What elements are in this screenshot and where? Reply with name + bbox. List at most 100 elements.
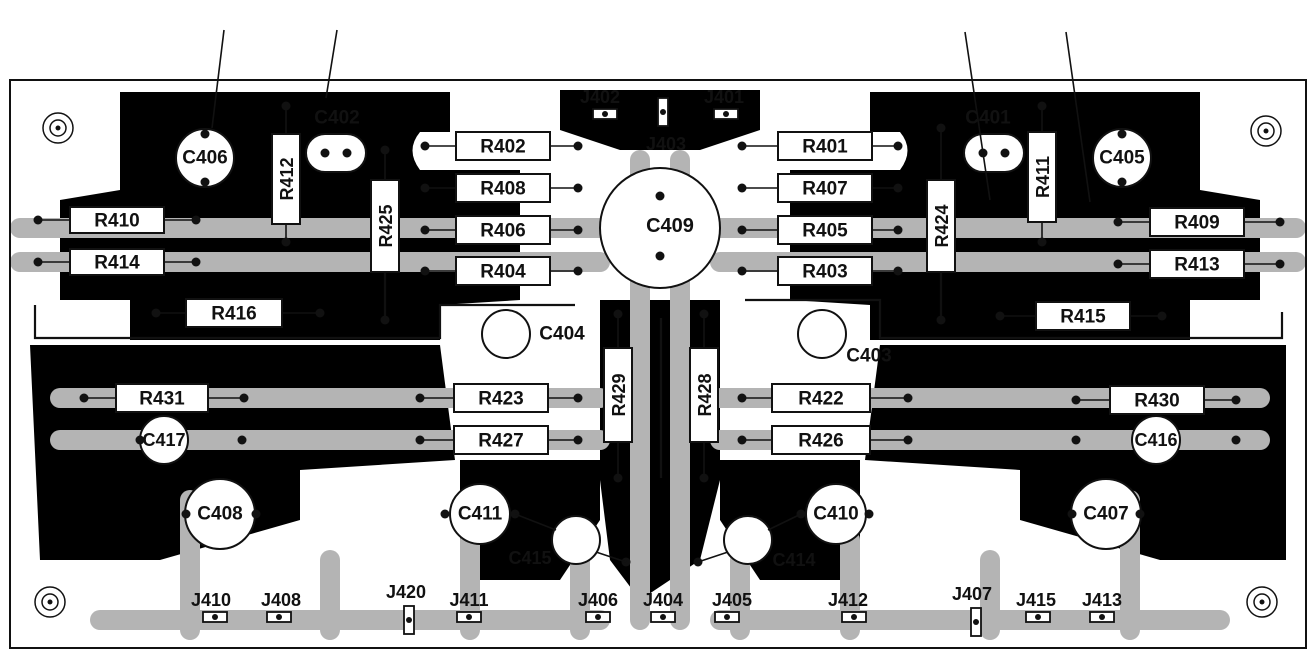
resistor-body [1149, 249, 1245, 279]
capacitor-label: C408 [197, 504, 242, 525]
solder-pad [415, 393, 425, 403]
capacitor-body [449, 483, 511, 545]
solder-pad [237, 435, 247, 445]
solder-pad [1117, 129, 1127, 139]
solder-pad [212, 614, 218, 620]
solder-pad [602, 111, 608, 117]
capacitor-body [599, 167, 721, 289]
capacitor-label: C409 [646, 215, 694, 237]
component-lead [767, 513, 802, 531]
mounting-hole-icon [1257, 122, 1275, 140]
resistor-body [777, 173, 873, 203]
resistor-label: R402 [480, 137, 525, 158]
capacitor-label: C401 [965, 108, 1011, 129]
solder-pad [181, 509, 191, 519]
resistor-body [603, 347, 633, 443]
jack-label: J411 [449, 590, 488, 610]
solder-pad [660, 614, 666, 620]
resistor-body [453, 425, 549, 455]
jack-label: J405 [712, 590, 752, 610]
component-lead [514, 513, 557, 531]
solder-pad [1275, 259, 1285, 269]
capacitor-label: C411 [458, 504, 503, 525]
resistor-label: R413 [1174, 255, 1219, 276]
solder-pad [320, 148, 330, 158]
solder-pad [415, 435, 425, 445]
mounting-hole-icon [41, 593, 59, 611]
solder-pad [737, 183, 747, 193]
mounting-hole-icon [1263, 128, 1269, 134]
resistor-body [777, 215, 873, 245]
solder-pad [893, 266, 903, 276]
solder-pad [573, 435, 583, 445]
solder-pad [573, 225, 583, 235]
mounting-hole-icon [55, 125, 61, 131]
solder-pad [737, 393, 747, 403]
solder-pad [135, 435, 145, 445]
solder-pad [1135, 509, 1145, 519]
solder-pad [276, 614, 282, 620]
board-outline-layer [9, 79, 1307, 649]
solder-pad [936, 315, 946, 325]
solder-pad [420, 141, 430, 151]
solder-pad [1113, 217, 1123, 227]
solder-pad [655, 251, 665, 261]
jack-label: J415 [1016, 590, 1056, 610]
solder-pad [440, 509, 450, 519]
capacitor-body [481, 309, 531, 359]
solder-pad [1071, 395, 1081, 405]
solder-pad [903, 435, 913, 445]
capacitor-label: C406 [182, 148, 227, 169]
solder-pad [380, 145, 390, 155]
solder-pad [281, 237, 291, 247]
capacitor-label: C407 [1083, 504, 1128, 525]
solder-pad [724, 614, 730, 620]
jack-label: J407 [952, 584, 992, 604]
component-lead [211, 29, 225, 129]
resistor-label: R428 [695, 373, 715, 416]
solder-pad [79, 393, 89, 403]
jack-label: J401 [704, 87, 744, 107]
label-layer: R402R408R406R404R401R407R405R403R410R414… [94, 87, 1219, 610]
resistor-body [455, 215, 551, 245]
resistor-label: R403 [802, 262, 847, 283]
solder-pad [893, 183, 903, 193]
solder-pad [191, 257, 201, 267]
resistor-body [185, 298, 283, 328]
resistor-body [1035, 301, 1131, 331]
resistor-label: R423 [478, 389, 523, 410]
solder-pad [1113, 259, 1123, 269]
solder-pad [737, 141, 747, 151]
resistor-body [455, 131, 551, 161]
solder-pad [380, 315, 390, 325]
solder-pad [573, 266, 583, 276]
resistor-label: R409 [1174, 213, 1219, 234]
resistor-body [926, 179, 956, 273]
solder-pad [342, 148, 352, 158]
solder-pad [1000, 148, 1010, 158]
capacitor-body [1092, 128, 1152, 188]
solder-pad [1275, 217, 1285, 227]
solder-pad [573, 183, 583, 193]
solder-pad [1071, 435, 1081, 445]
resistor-label: R422 [798, 389, 843, 410]
solder-pad [660, 109, 666, 115]
capacitor-label: C415 [508, 548, 551, 568]
resistor-label: R401 [802, 137, 848, 158]
solder-pad [903, 393, 913, 403]
solder-pad [995, 311, 1005, 321]
resistor-body [455, 173, 551, 203]
solder-pad [191, 215, 201, 225]
resistor-body [370, 179, 400, 273]
resistor-body [455, 256, 551, 286]
capacitor-body [175, 128, 235, 188]
capacitor-label: C416 [1134, 430, 1177, 450]
jack-label: J410 [191, 590, 231, 610]
capacitor-body [305, 133, 367, 173]
resistor-body [771, 383, 871, 413]
solder-pad [200, 177, 210, 187]
solder-pad [406, 617, 412, 623]
solder-pad [315, 308, 325, 318]
solder-pad [737, 266, 747, 276]
